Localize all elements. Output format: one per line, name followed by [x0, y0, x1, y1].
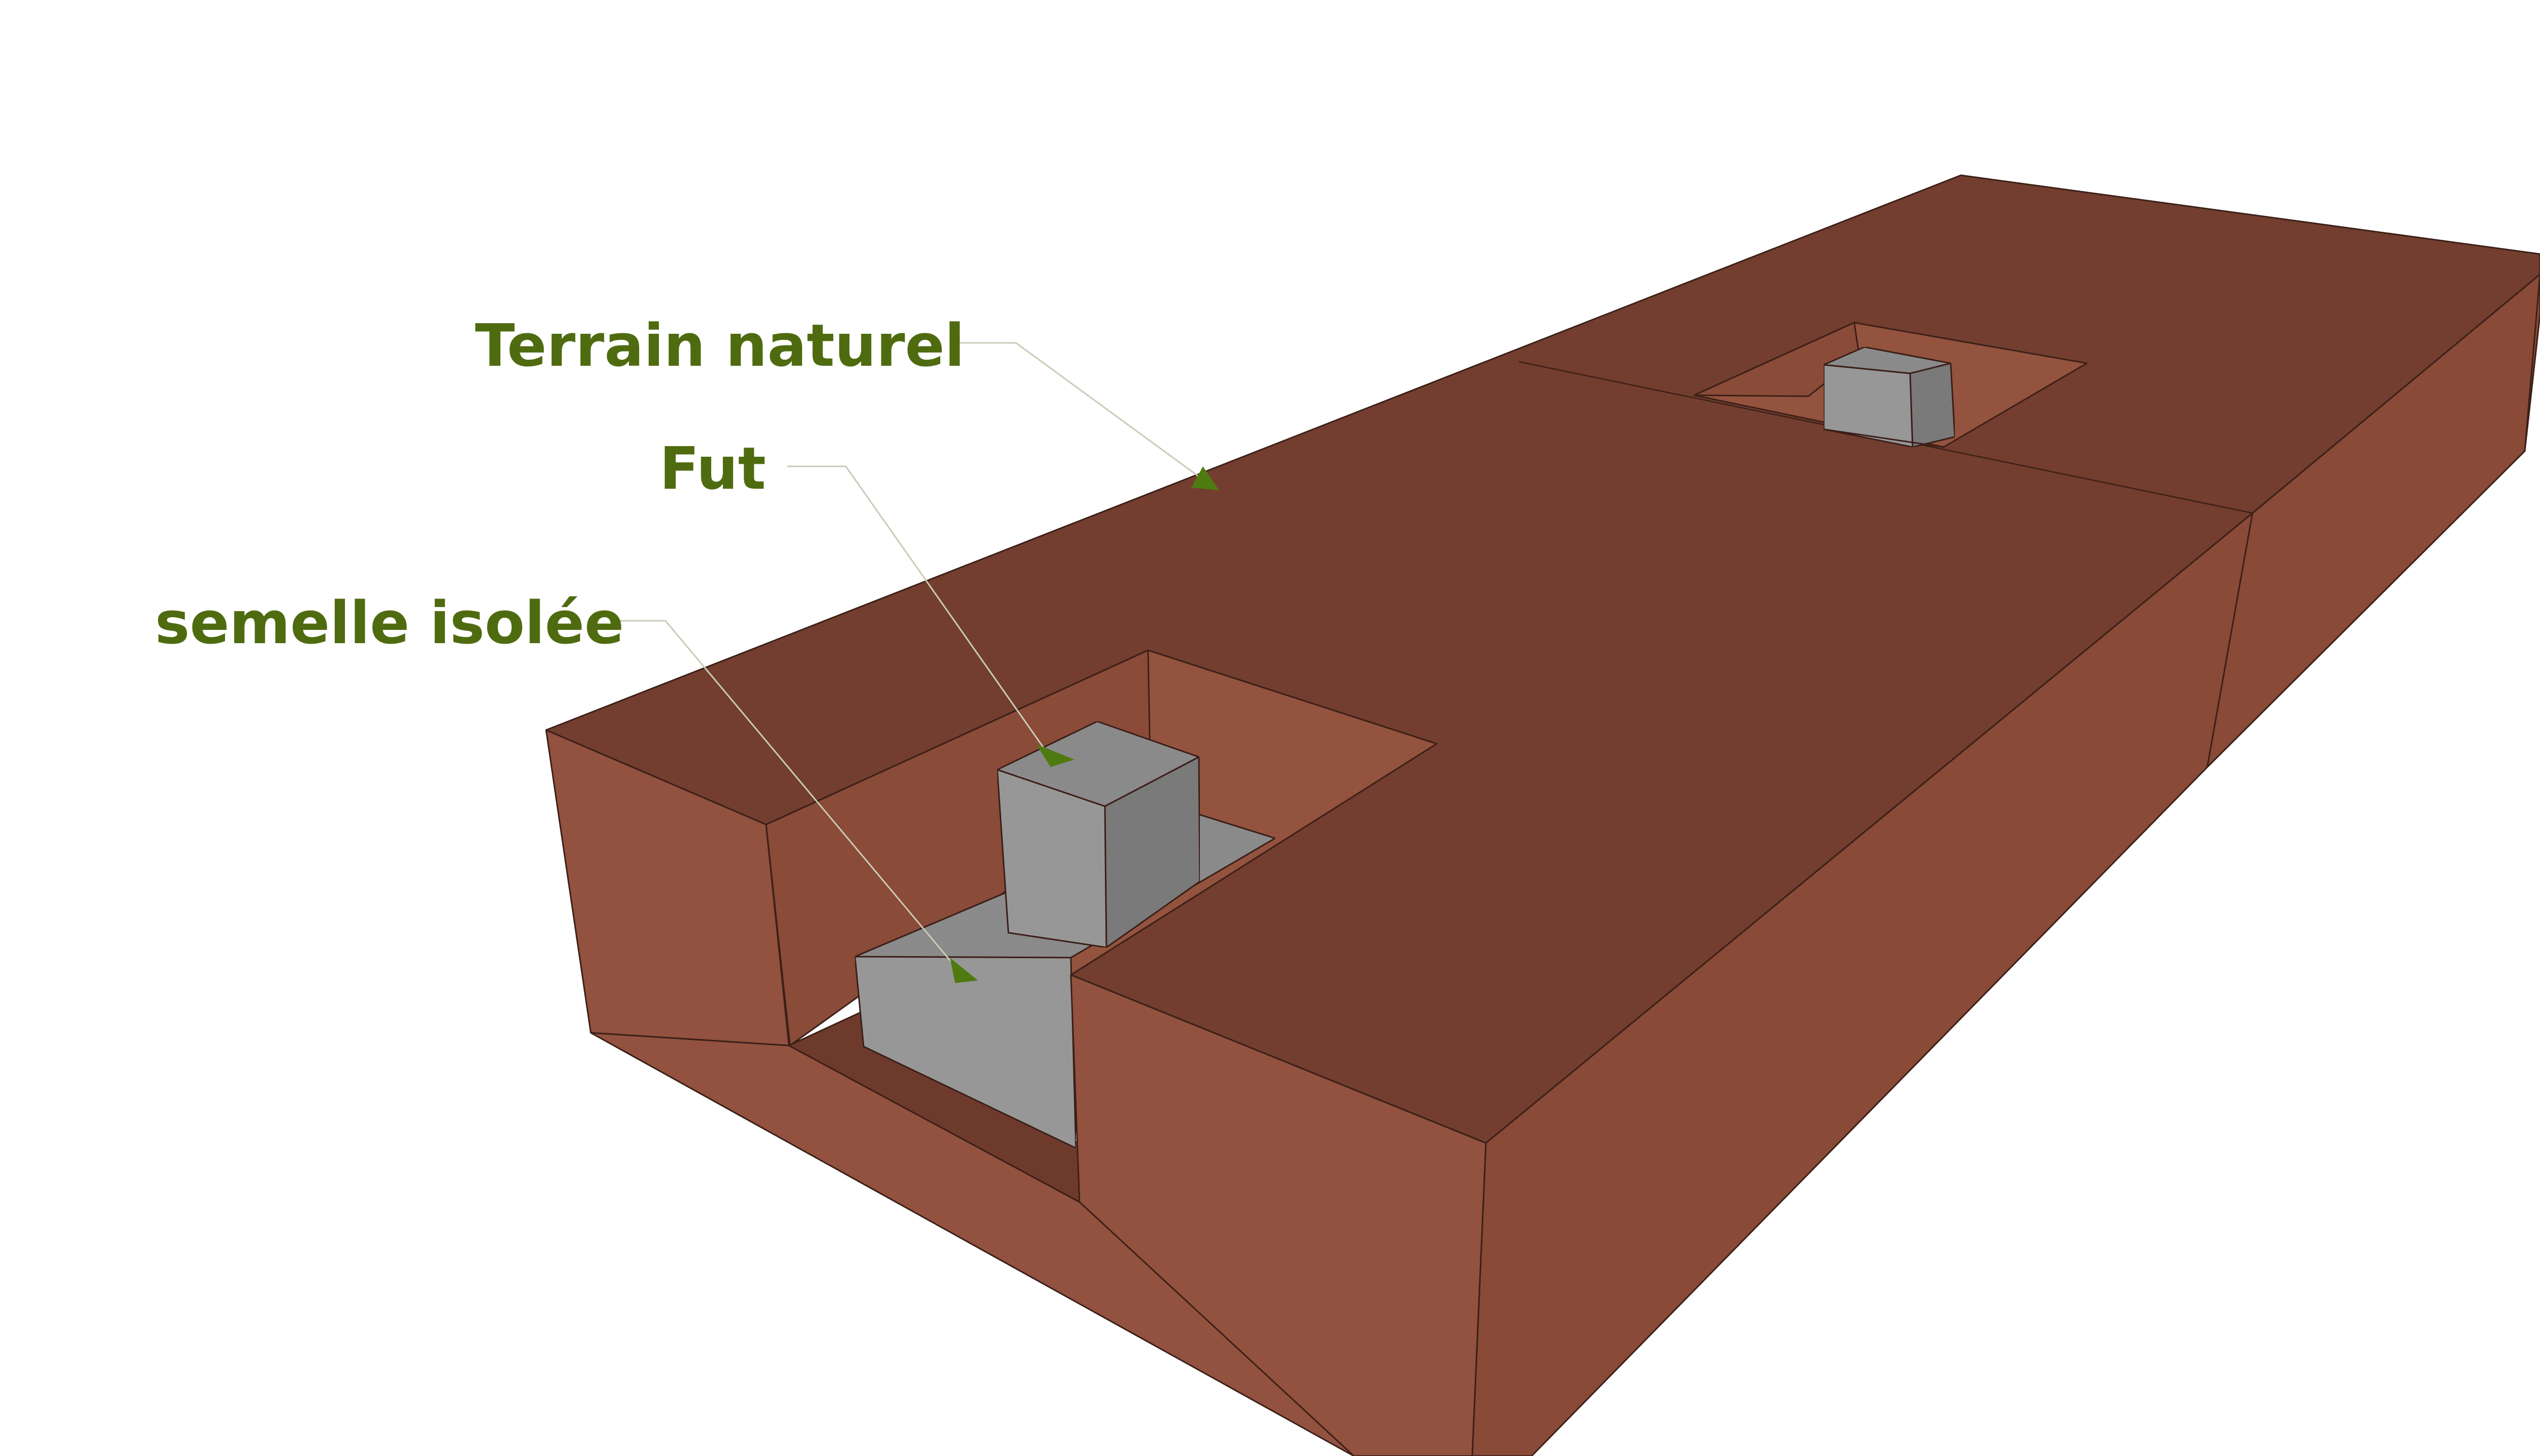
label-fut: Fut — [659, 435, 766, 503]
label-semelle-isolee: semelle isolée — [155, 589, 624, 657]
soil-edge-right-corner — [2206, 513, 2253, 768]
leader-semelle — [610, 620, 964, 976]
label-terrain-naturel: Terrain naturel — [475, 312, 965, 380]
leader-lines — [610, 342, 1215, 976]
leader-fut — [787, 465, 1047, 752]
soil-edge-far-right — [2524, 274, 2540, 452]
arrow-markers — [950, 466, 1219, 983]
fut-top — [996, 720, 1200, 807]
far-pit — [1693, 322, 2088, 448]
near-pit — [765, 649, 1487, 1456]
near-pit-front-soil — [1070, 974, 1487, 1456]
arrow-fut-icon — [1036, 744, 1074, 767]
leader-terrain — [958, 342, 1215, 489]
far-pit-rim — [1823, 428, 1944, 448]
arrow-semelle-icon — [950, 958, 978, 983]
far-fut-top — [1823, 346, 1952, 374]
far-fut-side — [1909, 362, 1956, 448]
semelle-front — [854, 956, 1077, 1149]
arrow-terrain-icon — [1191, 466, 1219, 490]
